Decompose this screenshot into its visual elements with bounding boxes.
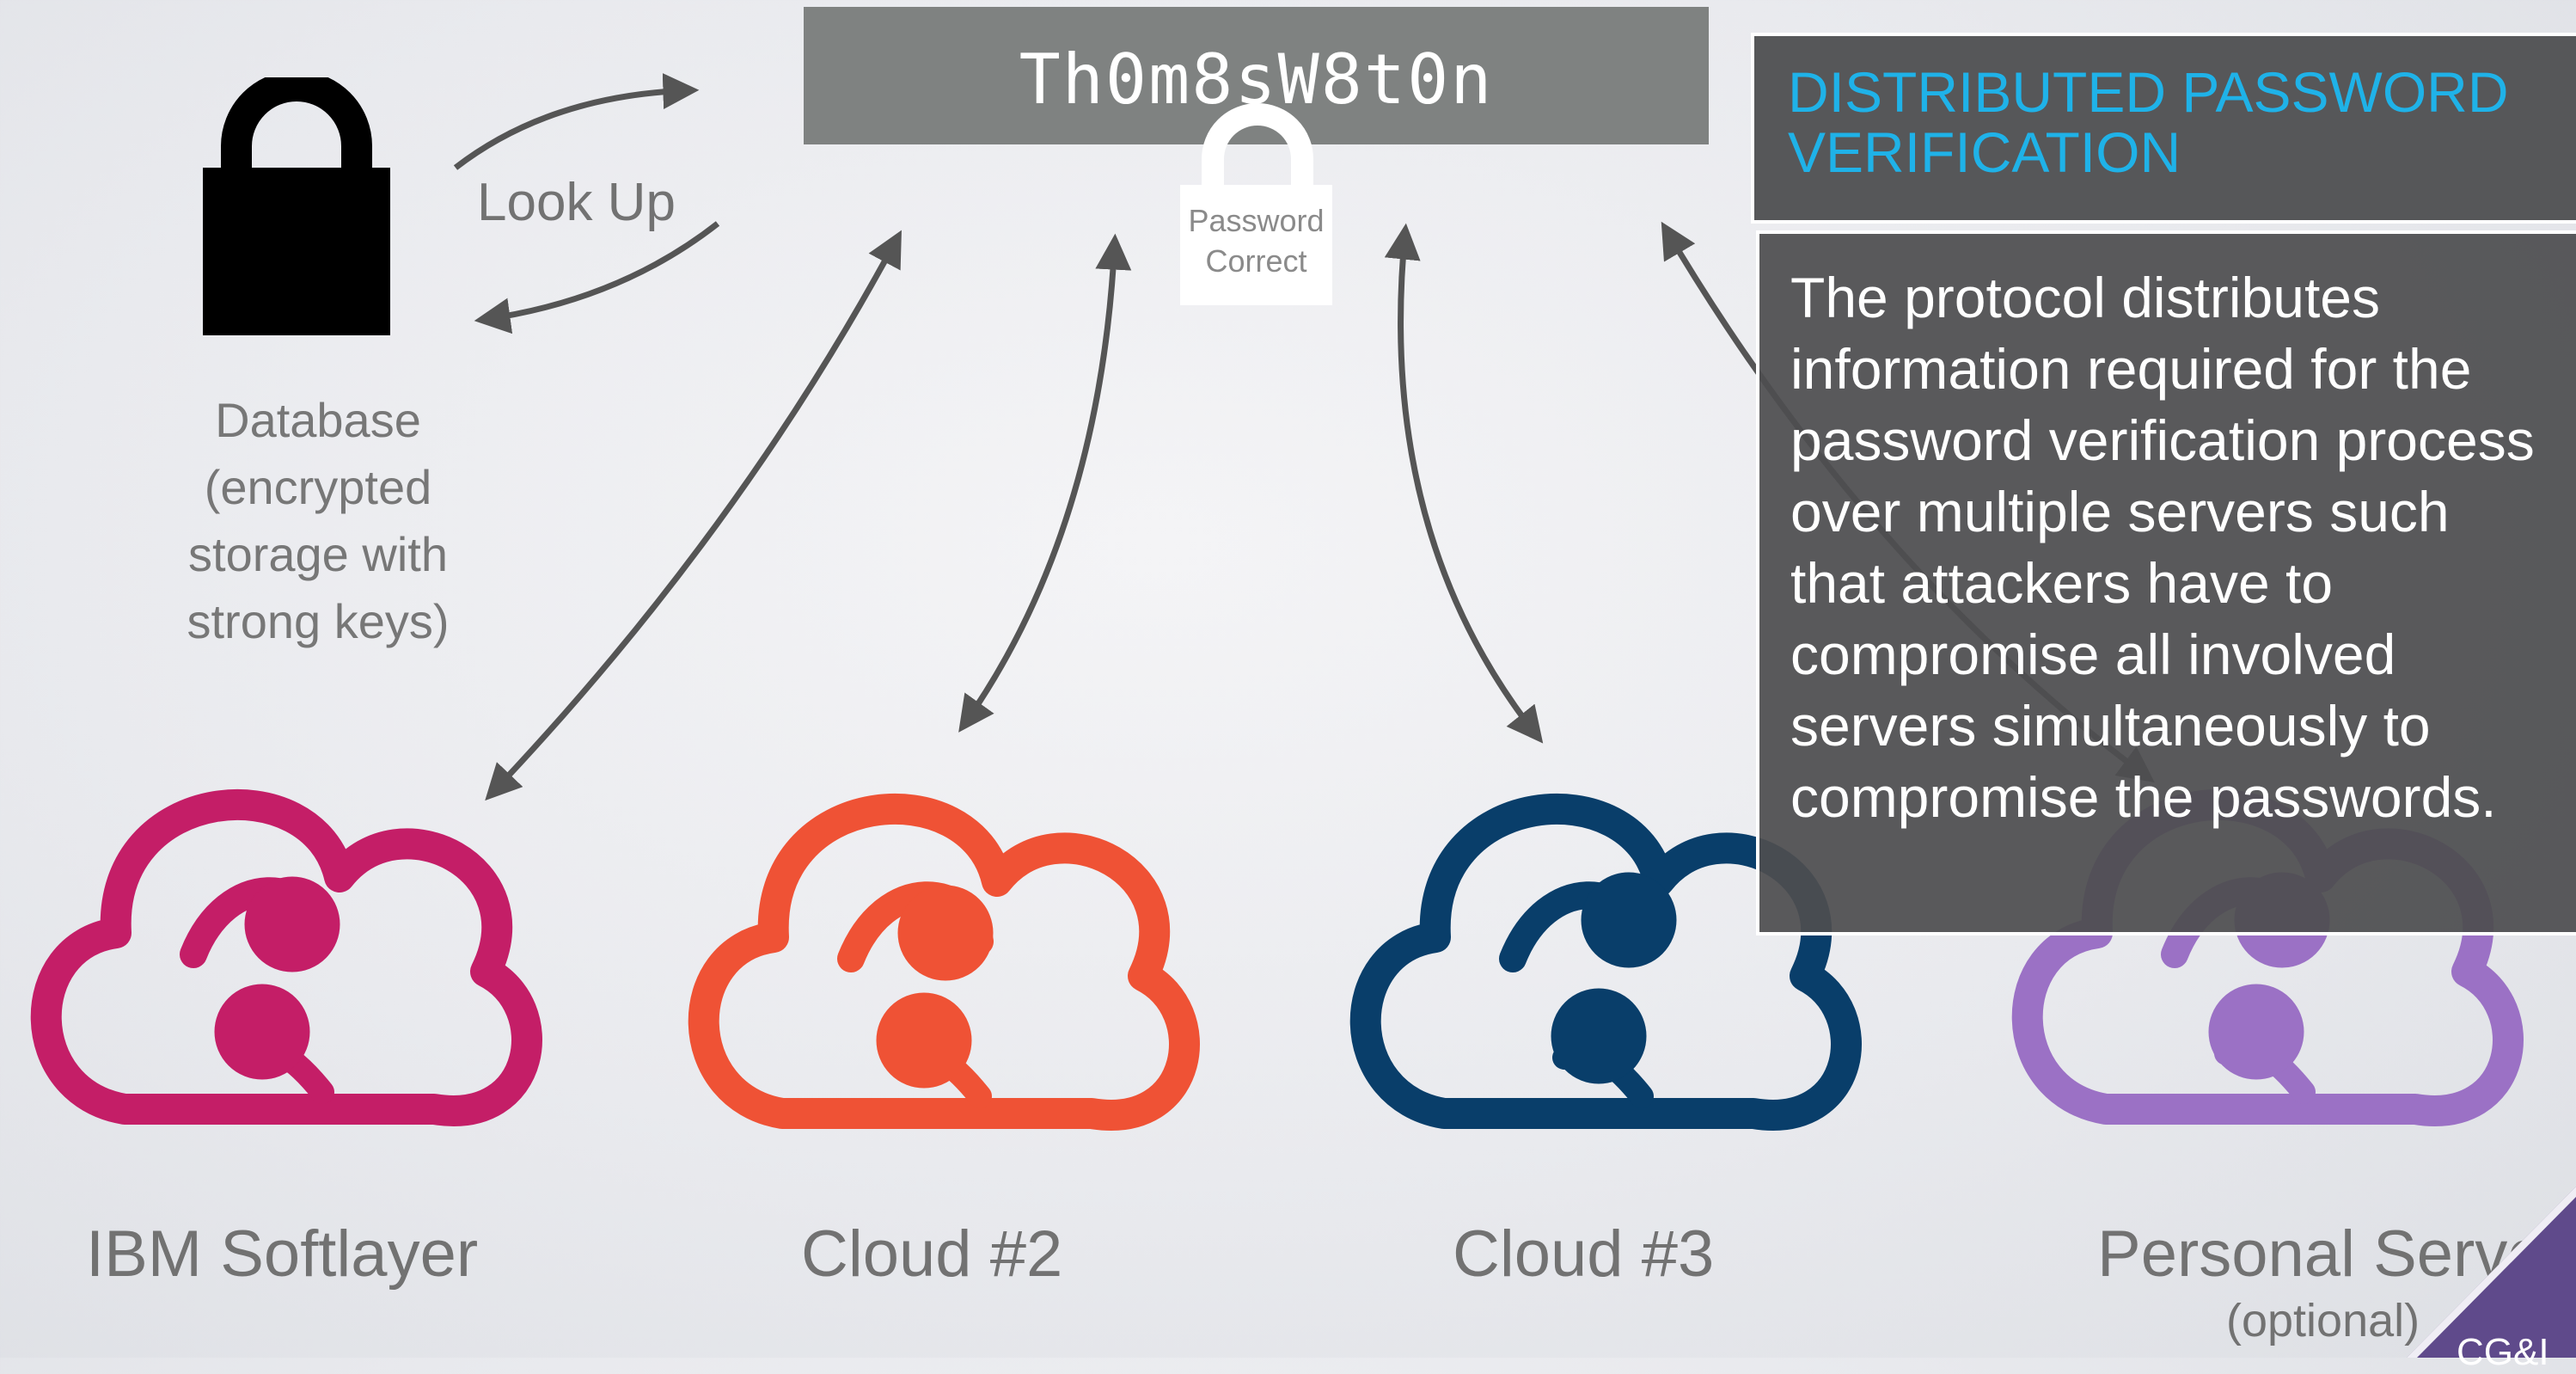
cloud-label-cloud3: Cloud #3 — [1453, 1218, 1715, 1291]
cloud-icon-cloud2 — [704, 809, 1184, 1115]
badge-line-1: Password — [1188, 203, 1325, 238]
database-line-3: storage with — [188, 527, 448, 581]
lookup-label: Look Up — [477, 173, 676, 232]
arrow-softlayer — [485, 230, 902, 801]
corner-text: CG&I — [2457, 1331, 2549, 1373]
panel-body: The protocol distributes information req… — [1790, 266, 2535, 829]
panel-title: DISTRIBUTED PASSWORD VERIFICATION — [1788, 60, 2509, 184]
corner-badge — [2407, 1187, 2576, 1358]
arrow-cloud3 — [1384, 223, 1544, 744]
password-field: Th0m8sW8t0n — [804, 7, 1709, 144]
database-label: Database (encrypted storage with strong … — [146, 387, 490, 655]
optional-label: (optional) — [2226, 1295, 2420, 1346]
arrow-cloud2 — [958, 233, 1132, 733]
password-correct-badge: Password Correct — [1180, 185, 1332, 305]
lookup-arrow-out — [453, 73, 700, 170]
badge-line-2: Correct — [1205, 243, 1307, 279]
lock-icon — [203, 77, 390, 335]
panel-body-box — [1756, 230, 2576, 935]
cloud-label-softlayer: IBM Softlayer — [86, 1218, 479, 1291]
cloud-icon-softlayer — [46, 805, 527, 1111]
lock-open-icon — [1202, 103, 1313, 193]
cloud-icon-cloud3 — [1366, 809, 1846, 1115]
cloud-label-personal: Personal Serve — [2097, 1218, 2544, 1291]
database-line-1: Database — [215, 393, 421, 447]
database-line-2: (encrypted — [204, 460, 432, 514]
database-line-4: strong keys) — [187, 594, 450, 648]
panel-title-box — [1751, 33, 2576, 224]
cloud-label-cloud2: Cloud #2 — [801, 1218, 1063, 1291]
